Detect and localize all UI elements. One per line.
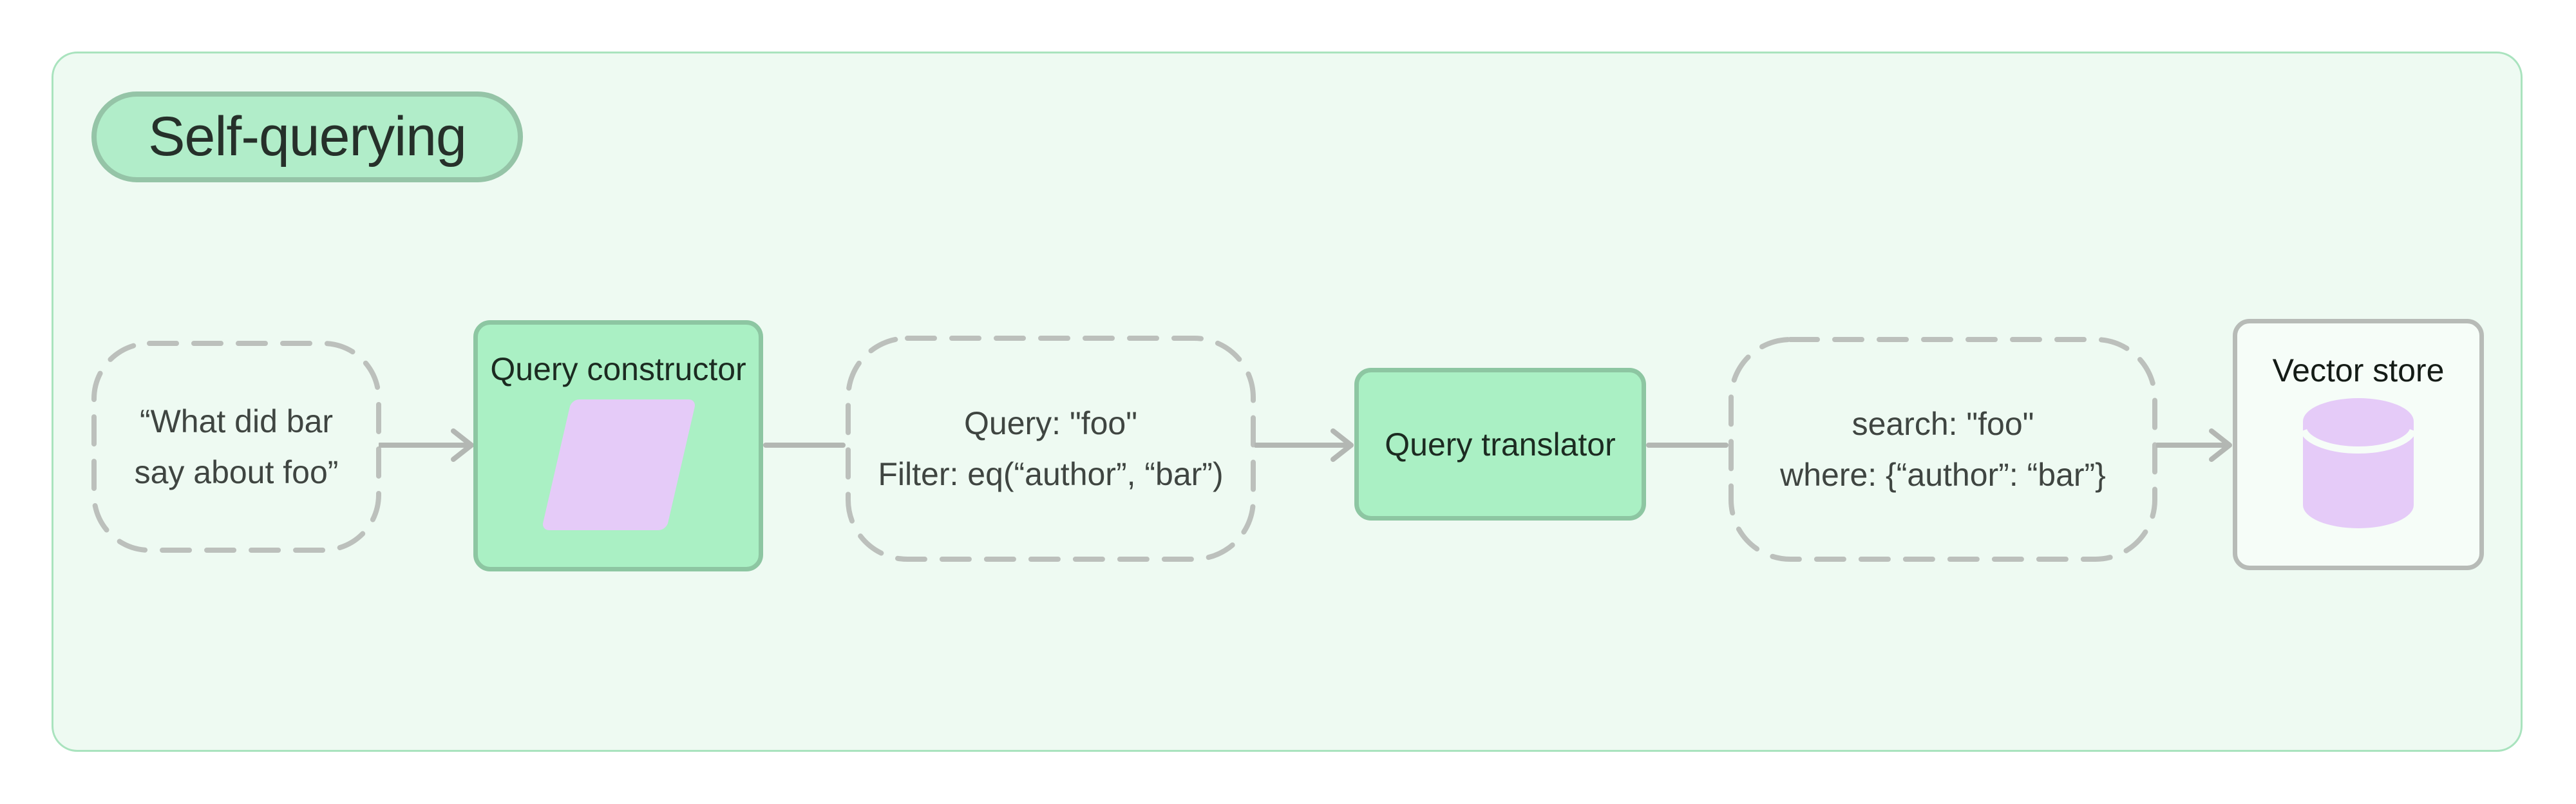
query-translator-label: Query translator (1385, 426, 1616, 463)
translated-query-line-1: search: "foo" (1852, 405, 2034, 442)
line-connector-2 (1646, 443, 1728, 448)
line-connector-1 (763, 443, 846, 448)
translated-query-line-2: where: {“author”: “bar”} (1780, 456, 2106, 493)
arrow-connector-2 (1255, 428, 1354, 462)
constructed-query-text: Query: "foo" Filter: eq(“author”, “bar”) (846, 336, 1256, 562)
diagram-title: Self-querying (148, 106, 467, 168)
dashed-border (846, 336, 1256, 562)
constructed-query-line-1: Query: "foo" (964, 405, 1137, 441)
diagram-title-badge: Self-querying (91, 91, 523, 182)
arrow-connector-3 (2156, 428, 2232, 462)
arrow-connector-1 (379, 428, 474, 462)
translated-query-text: search: "foo" where: {“author”: “bar”} (1728, 337, 2157, 562)
database-icon (2300, 398, 2416, 528)
parallelogram-icon (541, 399, 697, 530)
node-vector-store: Vector store (2233, 319, 2484, 570)
node-constructed-query: Query: "foo" Filter: eq(“author”, “bar”) (846, 336, 1256, 562)
node-query-translator: Query translator (1354, 368, 1646, 521)
user-query-line-1: “What did bar (139, 403, 334, 439)
vector-store-label: Vector store (2272, 352, 2445, 388)
constructed-query-line-2: Filter: eq(“author”, “bar”) (878, 455, 1224, 492)
user-query-text: “What did bar say about foo” (91, 341, 381, 553)
user-query-line-2: say about foo” (134, 454, 339, 490)
node-user-query: “What did bar say about foo” (91, 341, 381, 553)
dashed-border (1728, 337, 2157, 562)
node-translated-query: search: "foo" where: {“author”: “bar”} (1728, 337, 2157, 562)
node-query-constructor: Query constructor (473, 320, 763, 571)
query-constructor-label: Query constructor (490, 351, 746, 387)
